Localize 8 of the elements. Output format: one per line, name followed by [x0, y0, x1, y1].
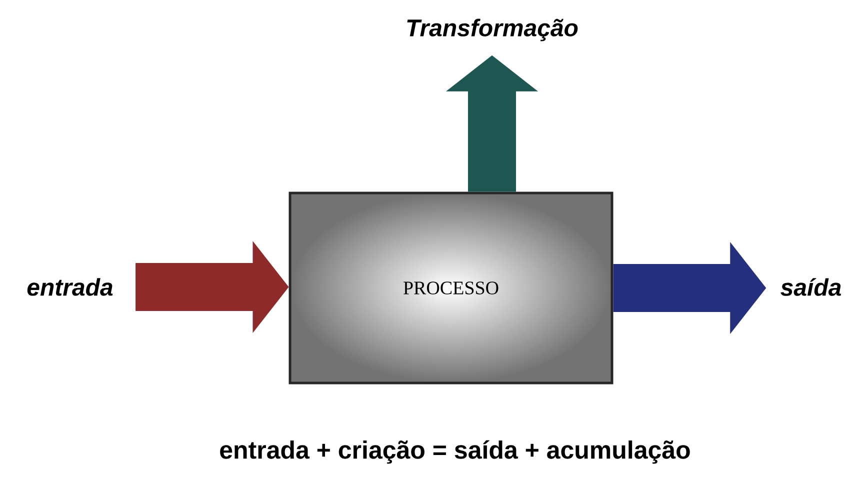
flow-label: entrada [27, 278, 113, 296]
block-arrow [446, 55, 538, 192]
flow-label: saída [780, 278, 841, 296]
process-box: PROCESSO [288, 192, 614, 384]
flow-label: Transformação [407, 18, 578, 42]
equation: entrada + criação = saída + acumulação [220, 440, 690, 464]
block-arrow [136, 241, 289, 333]
block-arrow [613, 242, 766, 334]
